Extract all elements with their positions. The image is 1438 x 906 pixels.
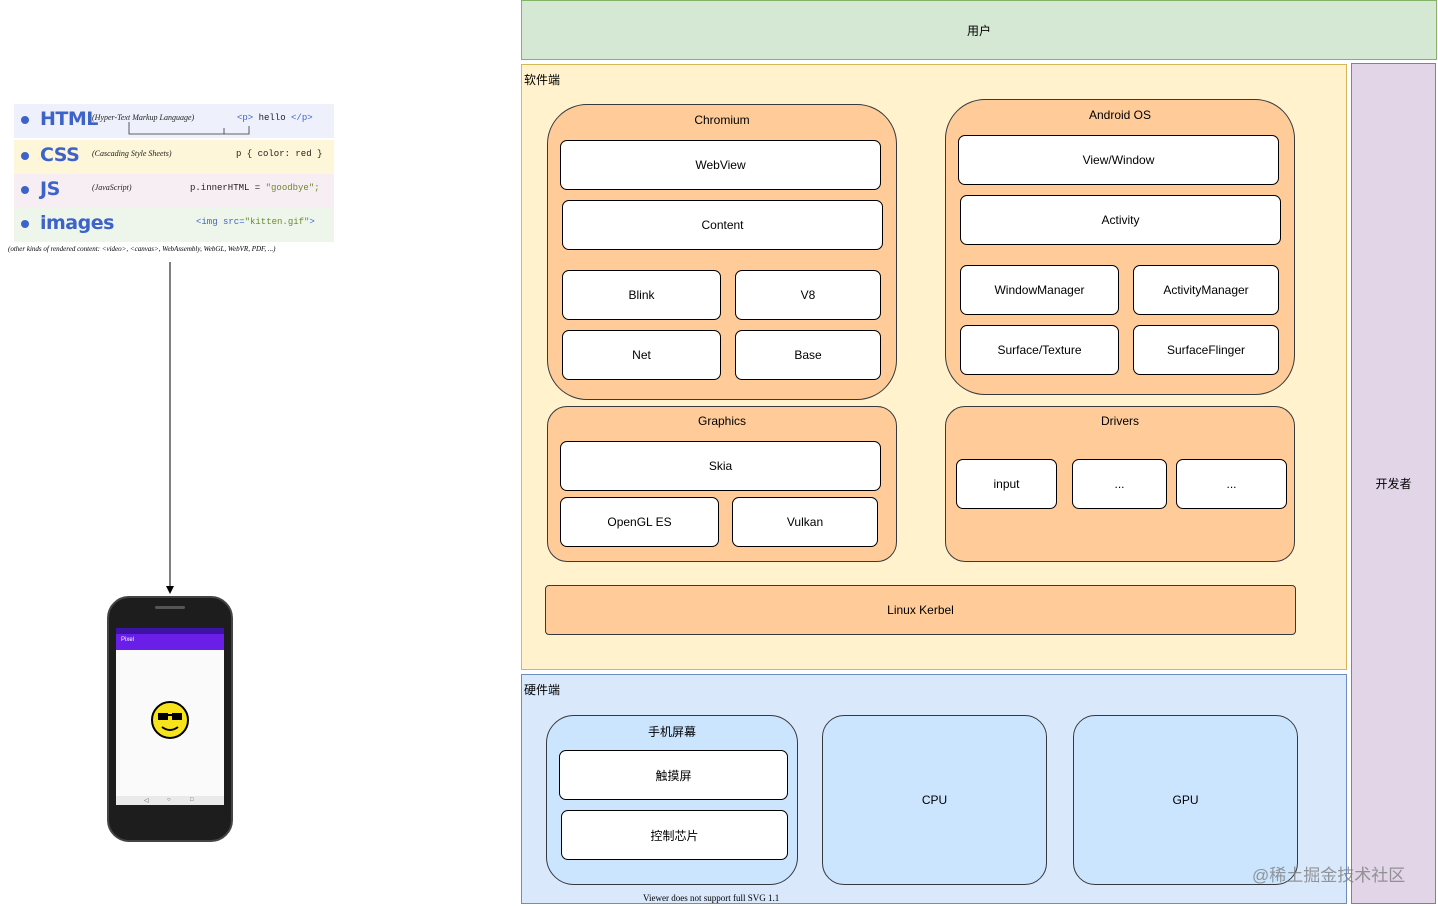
developer-layer: 开发者 (1351, 63, 1436, 904)
flow-arrow (166, 262, 174, 594)
hardware-section: 硬件端 手机屏幕 触摸屏 控制芯片 CPU GPU (521, 674, 1347, 904)
developer-label: 开发者 (1375, 477, 1412, 491)
vulkan-box: Vulkan (732, 497, 878, 547)
base-box: Base (735, 330, 881, 380)
phone-screen: Pixel ◁ ○ □ (116, 628, 224, 805)
bullet-icon (21, 220, 29, 228)
svg-notice: Viewer does not support full SVG 1.1 (643, 893, 780, 903)
cpu-box: CPU (822, 715, 1047, 885)
view-window-box: View/Window (958, 135, 1279, 185)
bullet-icon (21, 186, 29, 194)
recents-icon[interactable]: □ (190, 797, 194, 803)
js-code: p.innerHTML = "goodbye"; (190, 183, 320, 193)
opengl-es-box: OpenGL ES (560, 497, 719, 547)
drivers-group: Drivers input ... ... (945, 406, 1295, 562)
phone-speaker (155, 606, 185, 609)
user-label: 用户 (966, 23, 991, 38)
android-title: Android OS (1088, 108, 1152, 122)
graphics-group: Graphics Skia OpenGL ES Vulkan (547, 406, 897, 562)
input-driver-box: input (956, 459, 1057, 509)
skia-box: Skia (560, 441, 881, 491)
touchscreen-box: 触摸屏 (559, 750, 788, 800)
watermark: @稀土掘金技术社区 (1252, 866, 1406, 885)
screen-title: 手机屏幕 (647, 725, 696, 739)
back-icon[interactable]: ◁ (144, 798, 149, 804)
html-desc: (Hyper-Text Markup Language) (92, 113, 195, 122)
software-label: 软件端 (524, 73, 561, 87)
android-os-group: Android OS View/Window Activity WindowMa… (945, 99, 1295, 395)
bullet-icon (21, 116, 29, 124)
web-row-css: CSS (Cascading Style Sheets) p { color: … (14, 140, 334, 174)
blink-box: Blink (562, 270, 721, 320)
phone-device: Pixel ◁ ○ □ (107, 596, 233, 842)
app-title: Pixel (121, 637, 135, 643)
net-box: Net (562, 330, 721, 380)
web-row-js: JS (JavaScript) p.innerHTML = "goodbye"; (14, 174, 334, 208)
bullet-icon (21, 152, 29, 160)
software-section: 软件端 Chromium WebView Content Blink V8 Ne… (521, 64, 1347, 670)
status-bar (116, 628, 224, 634)
chromium-group: Chromium WebView Content Blink V8 Net Ba… (547, 104, 897, 400)
linux-kernel-box: Linux Kerbel (545, 585, 1296, 635)
web-row-html: HTML (Hyper-Text Markup Language) <p> he… (14, 104, 334, 138)
js-desc: (JavaScript) (92, 183, 132, 192)
drivers-title: Drivers (1101, 414, 1139, 428)
content-box: Content (562, 200, 883, 250)
images-code: <img src="kitten.gif"> (196, 217, 315, 227)
activity-box: Activity (960, 195, 1281, 245)
gpu-box: GPU (1073, 715, 1298, 885)
surface-flinger-box: SurfaceFlinger (1133, 325, 1279, 375)
css-desc: (Cascading Style Sheets) (92, 149, 172, 158)
screen-group: 手机屏幕 触摸屏 控制芯片 (546, 715, 798, 885)
sunglasses-emoji-icon (151, 701, 189, 739)
js-label: JS (40, 178, 60, 200)
graphics-title: Graphics (697, 414, 747, 428)
driver-more-box-2: ... (1176, 459, 1287, 509)
html-code: <p> hello </p> (237, 113, 313, 123)
driver-more-box: ... (1072, 459, 1167, 509)
css-code: p { color: red } (236, 149, 323, 159)
css-label: CSS (40, 144, 80, 166)
connector-lines (128, 122, 250, 135)
nav-bar: ◁ ○ □ (116, 796, 224, 805)
control-chip-box: 控制芯片 (561, 810, 788, 860)
html-label: HTML (40, 108, 98, 130)
web-row-images: images <img src="kitten.gif"> (14, 208, 334, 242)
web-footnote: (other kinds of rendered content: <video… (8, 245, 276, 253)
hardware-label: 硬件端 (524, 683, 561, 697)
user-layer: 用户 (521, 0, 1437, 60)
surface-texture-box: Surface/Texture (960, 325, 1119, 375)
v8-box: V8 (735, 270, 881, 320)
app-bar: Pixel (116, 634, 224, 650)
images-label: images (40, 212, 114, 234)
web-tech-illustration: HTML (Hyper-Text Markup Language) <p> he… (8, 104, 338, 264)
webview-box: WebView (560, 140, 881, 190)
home-icon[interactable]: ○ (167, 797, 171, 803)
chromium-title: Chromium (694, 113, 750, 127)
window-manager-box: WindowManager (960, 265, 1119, 315)
activity-manager-box: ActivityManager (1133, 265, 1279, 315)
